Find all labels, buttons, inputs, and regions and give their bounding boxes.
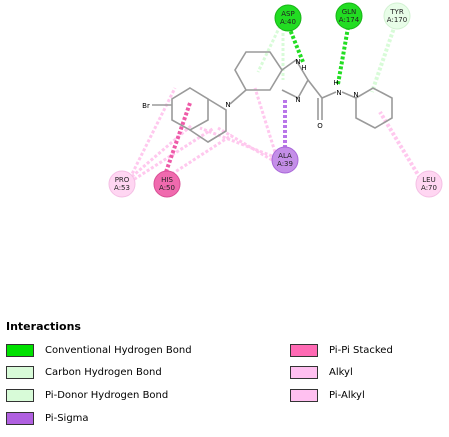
legend-swatch	[290, 343, 318, 357]
residue-pro53-name: PRO	[115, 176, 130, 184]
legend-label: Carbon Hydrogen Bond	[45, 366, 162, 378]
atom-n-imidazole-2: N	[295, 96, 300, 104]
alkyl-leu70-line	[378, 110, 422, 180]
alkyl-pro53-line-3	[128, 87, 177, 179]
residue-asp40-name: ASP	[281, 10, 294, 18]
alkyl-pro53-line-2	[129, 126, 215, 184]
legend-item-conventional-hbond: Conventional Hydrogen Bond	[6, 342, 192, 358]
alkyl-pro53-line	[127, 123, 193, 182]
legend-item-carbon-hbond: Carbon Hydrogen Bond	[6, 364, 162, 380]
residue-gln174-num: A:174	[339, 16, 360, 24]
atom-n-quinoline: N	[225, 101, 230, 109]
legend-item-pi-donor-hbond: Pi-Donor Hydrogen Bond	[6, 387, 168, 403]
atom-n-piperidine: N	[353, 91, 358, 99]
residue-ala39: ALA A:39	[271, 146, 299, 174]
legend-label: Pi-Pi Stacked	[329, 344, 393, 356]
legend-item-pi-sigma: Pi-Sigma	[6, 410, 89, 426]
residue-tyr170: TYR A:170	[383, 2, 411, 30]
legend-label: Pi-Sigma	[45, 412, 89, 424]
amide-c-bond	[307, 79, 323, 99]
residue-leu70-num: A:70	[421, 184, 437, 192]
atom-h-amide: H	[333, 79, 338, 87]
atom-o-amide: O	[317, 122, 323, 130]
pialkyl-ala39-line	[253, 87, 277, 153]
legend-label: Conventional Hydrogen Bond	[45, 344, 192, 356]
benzo-ring	[234, 51, 283, 91]
residue-pro53: PRO A:53	[108, 170, 136, 198]
atom-br: Br	[142, 102, 150, 110]
legend-item-pi-pi-stacked: Pi-Pi Stacked	[290, 342, 393, 358]
ring-closure	[207, 130, 227, 143]
legend-swatch	[290, 388, 318, 402]
residue-leu70: LEU A:70	[415, 170, 443, 198]
interactions-legend: Interactions Conventional Hydrogen Bond …	[6, 320, 446, 435]
hbond-gln174-line	[336, 21, 351, 85]
legend-swatch	[290, 365, 318, 379]
residue-tyr170-num: A:170	[387, 16, 407, 24]
atom-n-amide: N	[336, 89, 341, 97]
residue-gln174: GLN A:174	[335, 2, 363, 30]
interaction-diagram: Br N N H N O N H N ASP A:40 GLN A:174 TY…	[108, 2, 443, 198]
atom-labels: Br N N H N O N H N	[142, 58, 358, 130]
pidonor-asp40-line	[256, 25, 282, 73]
pialkyl-ala39-line-3	[217, 126, 273, 162]
atom-n-imidazole-1: N	[295, 58, 300, 66]
nn-bond	[341, 91, 357, 99]
pialkyl-ala39-line-2	[199, 126, 273, 158]
residue-tyr170-name: TYR	[389, 8, 404, 16]
legend-label: Pi-Alkyl	[329, 389, 365, 401]
legend-item-alkyl: Alkyl	[290, 364, 353, 380]
alkyl-his50-line	[171, 133, 233, 176]
residues: ASP A:40 GLN A:174 TYR A:170 ALA A:39 PR…	[108, 2, 443, 198]
pipi-his50-line	[164, 102, 192, 173]
residue-gln174-name: GLN	[342, 8, 357, 16]
residue-his50-name: HIS	[161, 176, 173, 184]
legend-title: Interactions	[6, 320, 81, 333]
amide-n-bond	[321, 91, 337, 99]
n-aryl-bond	[229, 89, 247, 105]
legend-item-pi-alkyl: Pi-Alkyl	[290, 387, 365, 403]
legend-label: Alkyl	[329, 366, 353, 378]
residue-ala39-num: A:39	[277, 160, 293, 168]
residue-leu70-name: LEU	[422, 176, 435, 184]
residue-ala39-name: ALA	[278, 152, 292, 160]
atom-h-imidazole: H	[301, 64, 306, 72]
legend-swatch	[6, 365, 34, 379]
piperidine-ring	[355, 87, 393, 129]
residue-his50-num: A:50	[159, 184, 175, 192]
legend-swatch	[6, 343, 34, 357]
residue-asp40: ASP A:40	[274, 4, 302, 32]
carbon-hbond-tyr170-line	[370, 24, 397, 93]
legend-label: Pi-Donor Hydrogen Bond	[45, 389, 169, 401]
legend-swatch	[6, 411, 34, 425]
ligand-structure	[152, 51, 393, 143]
legend-swatch	[6, 388, 34, 402]
residue-pro53-num: A:53	[114, 184, 130, 192]
interaction-lines	[127, 21, 422, 184]
residue-his50: HIS A:50	[153, 170, 181, 198]
residue-asp40-num: A:40	[280, 18, 296, 26]
